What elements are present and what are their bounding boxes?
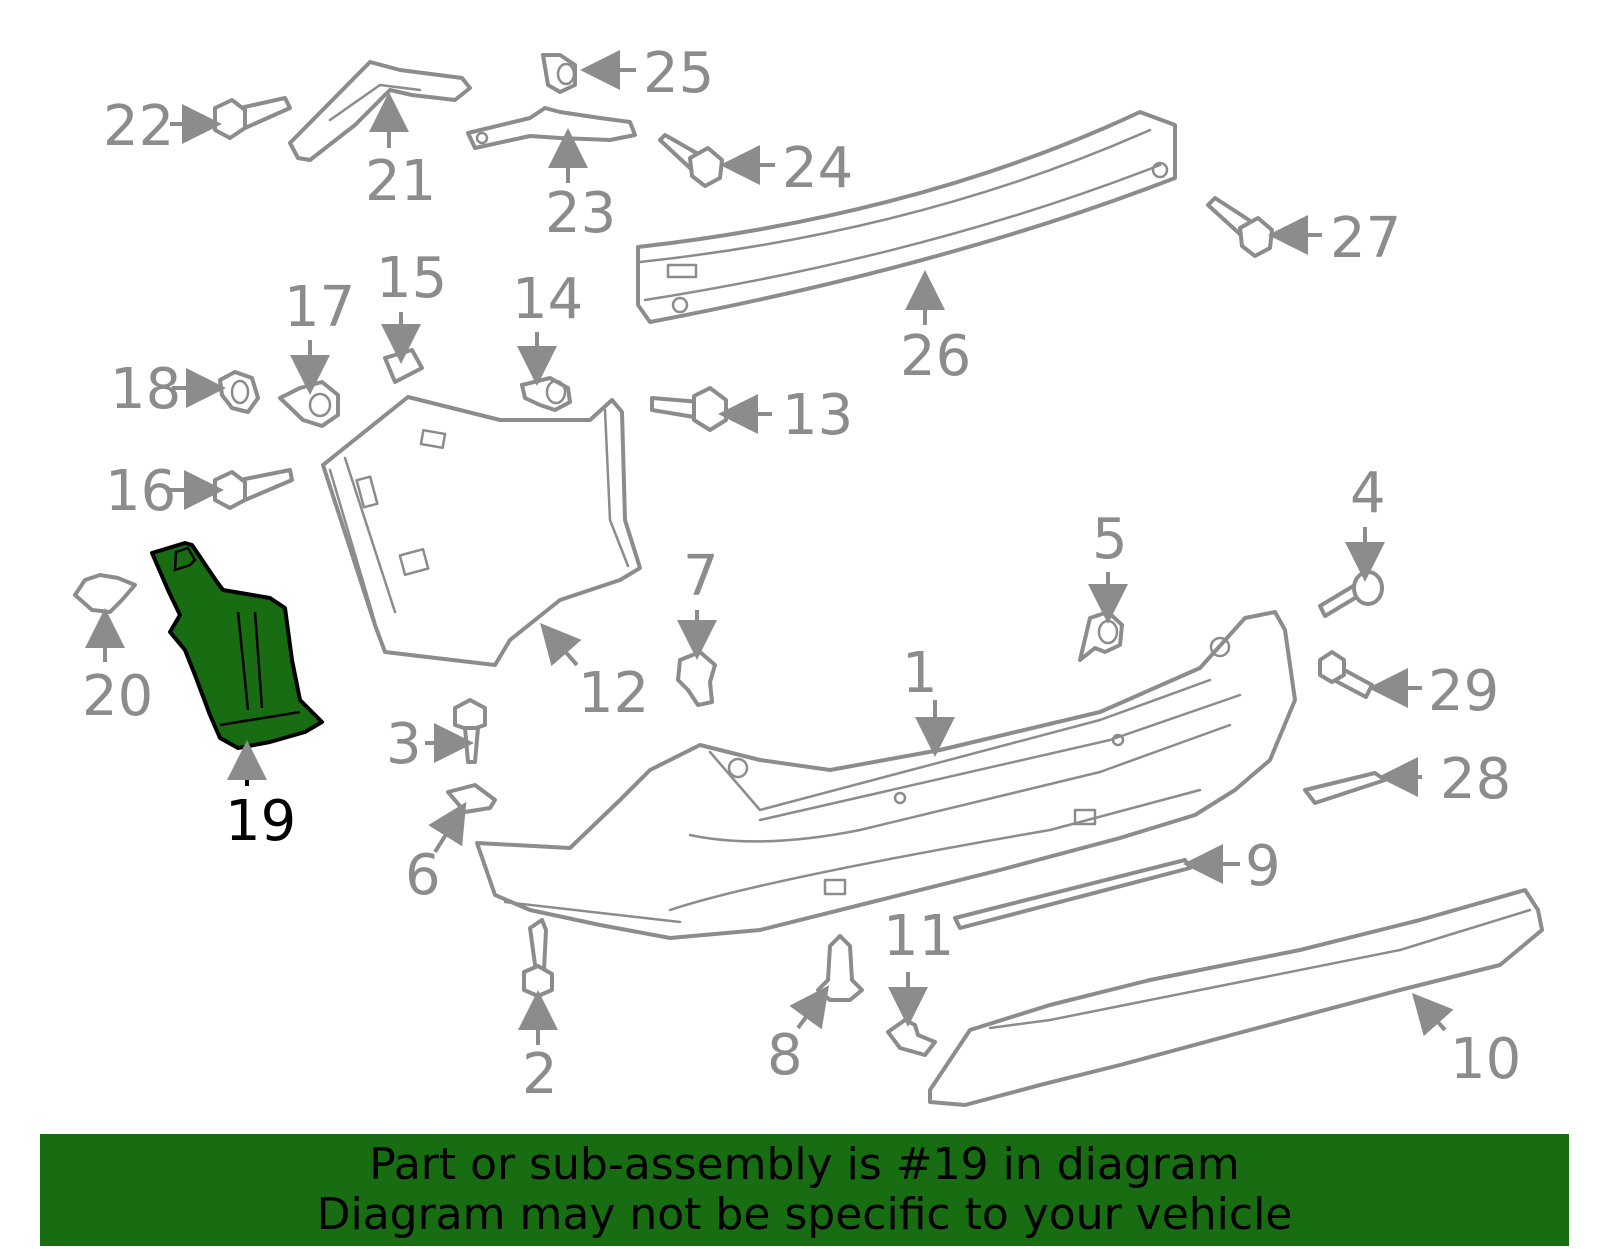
part-11-clip	[886, 1018, 937, 1057]
callout-arrows	[85, 50, 1454, 1045]
callout-4: 4	[1350, 461, 1386, 526]
callout-23: 23	[545, 181, 616, 246]
callout-11: 11	[883, 904, 954, 969]
callout-1: 1	[902, 641, 938, 706]
part-25-clip	[541, 53, 577, 94]
part-20-clip	[73, 573, 137, 614]
part-8-fastener	[816, 934, 864, 1002]
part-27-bolt	[1206, 196, 1274, 258]
part-24-bolt	[658, 133, 724, 188]
part-5-clip	[1078, 610, 1124, 662]
callout-16: 16	[105, 459, 176, 524]
callout-6: 6	[405, 843, 441, 908]
callout-14: 14	[512, 267, 583, 332]
part-29-bolt	[1318, 650, 1374, 699]
part-26-reinforcement-beam	[636, 110, 1177, 324]
callout-19-highlighted: 19	[225, 789, 296, 854]
info-banner: Part or sub-assembly is #19 in diagram D…	[40, 1134, 1569, 1246]
callout-18: 18	[110, 357, 181, 422]
part-19-highlighted-bracket	[150, 541, 324, 750]
part-14-nut	[520, 376, 572, 412]
callout-22: 22	[103, 94, 174, 159]
part-22-bolt	[213, 96, 292, 140]
callout-20: 20	[82, 664, 153, 729]
part-16-bolt	[213, 468, 294, 510]
part-17-nut	[278, 380, 340, 428]
callout-2: 2	[522, 1042, 558, 1107]
part-28-trim	[1303, 771, 1387, 805]
callout-labels: 1 2 3 4 5 6 7 8 9 10 11 12 13 14 15 16 1…	[82, 41, 1521, 1107]
part-21-bracket	[288, 60, 472, 162]
callout-26: 26	[900, 324, 971, 389]
callout-9: 9	[1245, 834, 1281, 899]
banner-line-1: Part or sub-assembly is #19 in diagram	[369, 1139, 1240, 1190]
part-7-clip	[676, 650, 717, 707]
callout-5: 5	[1092, 507, 1128, 572]
part-18-clip	[218, 370, 260, 414]
part-13-bolt	[650, 386, 728, 432]
part-4-screw	[1318, 570, 1384, 618]
banner-line-2: Diagram may not be specific to your vehi…	[316, 1189, 1293, 1240]
callout-8: 8	[767, 1023, 803, 1088]
callout-24: 24	[782, 136, 853, 201]
callout-17: 17	[284, 275, 355, 340]
callout-12: 12	[578, 661, 649, 726]
callout-28: 28	[1440, 747, 1511, 812]
part-15-clip	[383, 348, 424, 384]
callout-21: 21	[365, 149, 436, 214]
callout-25: 25	[643, 41, 714, 106]
part-3-screw	[453, 698, 487, 764]
part-12-side-retainer	[321, 395, 642, 667]
part-1-bumper-cover	[475, 610, 1297, 940]
callout-27: 27	[1330, 206, 1401, 271]
callout-15: 15	[376, 246, 447, 311]
part-10-lower-cover	[928, 888, 1544, 1107]
part-23-bracket	[466, 106, 637, 150]
callout-13: 13	[782, 383, 853, 448]
part-6-nut	[446, 783, 497, 814]
callout-3: 3	[386, 712, 422, 777]
callout-29: 29	[1428, 659, 1499, 724]
callout-7: 7	[683, 544, 719, 609]
callout-10: 10	[1450, 1027, 1521, 1092]
part-2-screw	[522, 918, 554, 998]
